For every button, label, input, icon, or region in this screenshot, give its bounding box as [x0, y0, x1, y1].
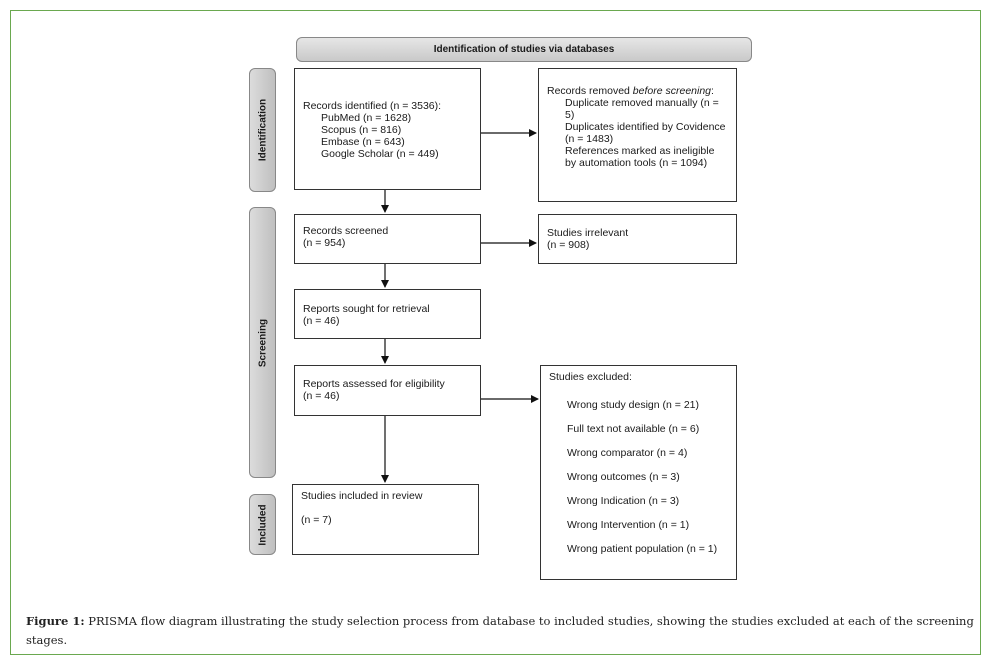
excluded-item: Wrong patient population (n = 1) — [567, 543, 718, 555]
reports-assessed-count: (n = 46) — [303, 390, 340, 402]
excluded-item: Full text not available (n = 6) — [567, 423, 700, 435]
source-item: Scopus (n = 816) — [321, 124, 402, 136]
phase-label-identification: Identification — [249, 68, 276, 192]
records-removed-box: Records removed before screening: Duplic… — [538, 68, 737, 202]
excluded-item: Wrong Intervention (n = 1) — [567, 519, 690, 531]
phase-label-screening: Screening — [249, 207, 276, 478]
identification-header: Identification of studies via databases — [296, 37, 752, 62]
reports-sought-title: Reports sought for retrieval — [303, 303, 430, 315]
removed-item: References marked as ineligible by autom… — [565, 145, 715, 169]
studies-irrelevant-count: (n = 908) — [547, 239, 590, 251]
studies-included-title: Studies included in review — [301, 490, 423, 502]
studies-irrelevant-box: Studies irrelevant (n = 908) — [538, 214, 737, 264]
figure-caption: Figure 1: PRISMA flow diagram illustrati… — [26, 612, 976, 650]
removed-item: Duplicates identified by Covidence (n = … — [565, 121, 726, 145]
records-removed-title: Records removed before screening: — [547, 85, 714, 97]
records-screened-title: Records screened — [303, 225, 389, 237]
figure-caption-text: PRISMA flow diagram illustrating the stu… — [26, 614, 974, 647]
reports-sought-count: (n = 46) — [303, 315, 340, 327]
records-identified-title: Records identified (n = 3536): — [303, 100, 442, 112]
removed-item: Duplicate removed manually (n = 5) — [565, 97, 719, 121]
studies-excluded-box: Studies excluded: Wrong study design (n … — [540, 365, 737, 580]
phase-label-included: Included — [249, 494, 276, 555]
excluded-item: Wrong outcomes (n = 3) — [567, 471, 680, 483]
reports-assessed-box: Reports assessed for eligibility (n = 46… — [294, 365, 481, 416]
identification-header-label: Identification of studies via databases — [433, 44, 615, 55]
source-item: Google Scholar (n = 449) — [321, 148, 439, 160]
records-screened-count: (n = 954) — [303, 237, 346, 249]
excluded-item: Wrong study design (n = 21) — [567, 399, 700, 411]
studies-excluded-title: Studies excluded: — [549, 371, 632, 383]
excluded-item: Wrong Indication (n = 3) — [567, 495, 680, 507]
figure-caption-label: Figure 1: — [26, 614, 85, 628]
source-item: Embase (n = 643) — [321, 136, 405, 148]
source-item: PubMed (n = 1628) — [321, 112, 412, 124]
studies-included-count: (n = 7) — [301, 514, 332, 526]
figure-frame — [10, 10, 981, 655]
excluded-item: Wrong comparator (n = 4) — [567, 447, 688, 459]
studies-included-box: Studies included in review (n = 7) — [292, 484, 479, 555]
studies-irrelevant-title: Studies irrelevant — [547, 227, 629, 239]
reports-sought-box: Reports sought for retrieval (n = 46) — [294, 289, 481, 339]
records-identified-box: Records identified (n = 3536): PubMed (n… — [294, 68, 481, 190]
reports-assessed-title: Reports assessed for eligibility — [303, 378, 445, 390]
records-screened-box: Records screened (n = 954) — [294, 214, 481, 264]
